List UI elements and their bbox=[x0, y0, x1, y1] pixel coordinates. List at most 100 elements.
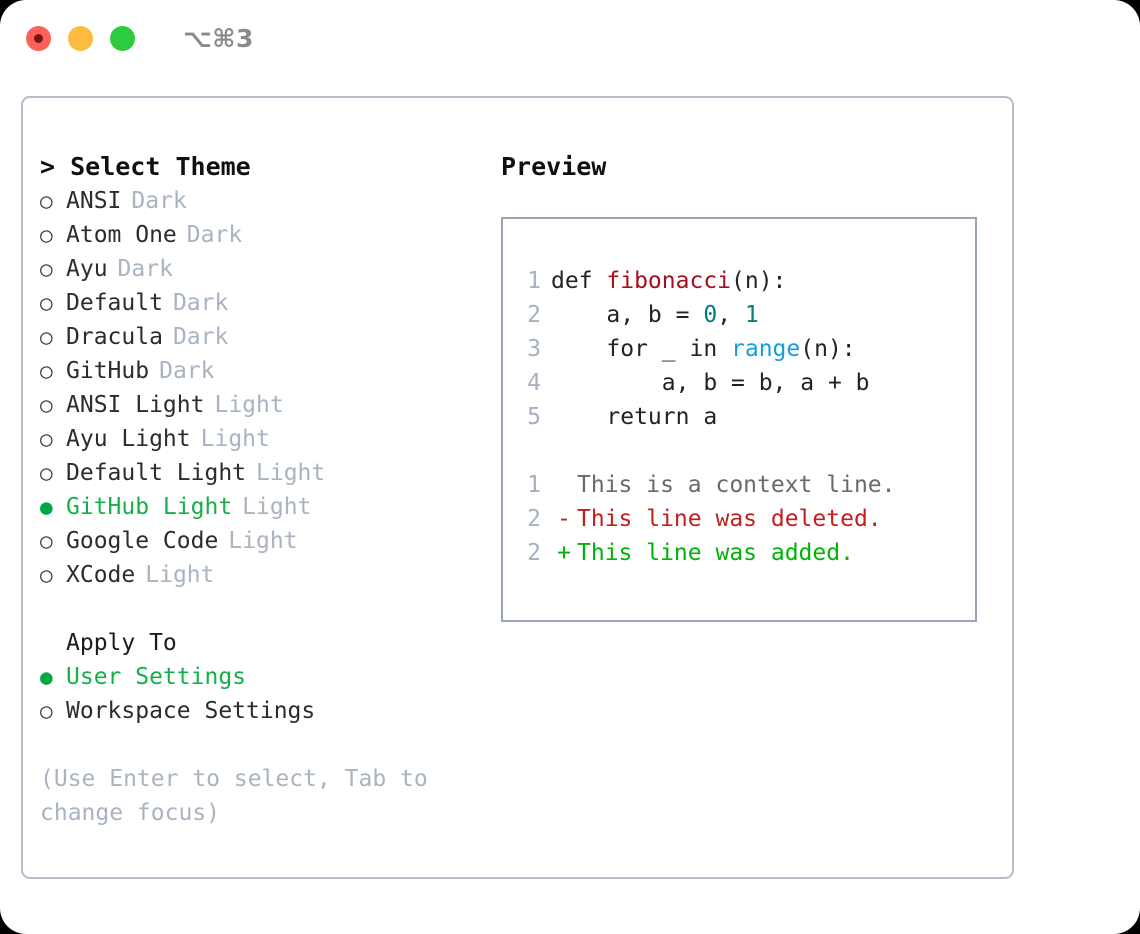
radio-unselected-icon: ○ bbox=[40, 393, 53, 417]
code-token-plain: def bbox=[551, 268, 607, 294]
diff-marker-icon: - bbox=[557, 506, 571, 532]
theme-option-label: Atom One bbox=[66, 222, 177, 248]
diff-line-number: 2 bbox=[527, 540, 541, 566]
code-line-number: 2 bbox=[527, 302, 541, 328]
close-dot-icon bbox=[34, 33, 43, 43]
diff-line-number: 2 bbox=[527, 506, 541, 532]
radio-unselected-icon: ○ bbox=[40, 563, 53, 587]
apply-option-label: Workspace Settings bbox=[66, 698, 316, 724]
theme-option-ayu[interactable]: ○ Ayu Dark bbox=[40, 252, 493, 286]
code-line-number: 5 bbox=[527, 404, 541, 430]
apply-option-user-settings[interactable]: ● User Settings bbox=[40, 660, 493, 694]
apply-option-workspace-settings[interactable]: ○ Workspace Settings bbox=[40, 694, 493, 728]
apply-to-heading-label: Apply To bbox=[66, 630, 177, 656]
diff-line-text: This line was deleted. bbox=[577, 506, 882, 532]
code-line-text: return a bbox=[551, 400, 717, 434]
code-line: 3 for _ in range(n): bbox=[519, 332, 975, 366]
code-token-blt: range bbox=[731, 336, 801, 362]
code-token-plain: , bbox=[717, 302, 745, 328]
theme-option-label: GitHub bbox=[66, 358, 150, 384]
apply-to-heading-row: ○ Apply To bbox=[40, 626, 493, 660]
theme-option-atom-one[interactable]: ○ Atom One Dark bbox=[40, 218, 493, 252]
radio-selected-icon: ● bbox=[40, 495, 53, 519]
code-line: 5 return a bbox=[519, 400, 975, 434]
theme-category-tag: Dark bbox=[117, 256, 173, 282]
theme-option-label: XCode bbox=[66, 562, 136, 588]
theme-category-tag: Dark bbox=[131, 188, 187, 214]
close-button-icon[interactable] bbox=[26, 25, 51, 51]
code-token-plain: (n): bbox=[800, 336, 856, 362]
diff-sample: 1 This is a context line. 2-This line was… bbox=[519, 468, 975, 570]
theme-option-default-light[interactable]: ○ Default Light Light bbox=[40, 456, 493, 490]
radio-unselected-icon: ○ bbox=[40, 427, 53, 451]
theme-category-tag: Light bbox=[145, 562, 215, 588]
theme-option-label: ANSI bbox=[66, 188, 122, 214]
diff-marker-icon bbox=[551, 468, 577, 502]
radio-unselected-icon: ○ bbox=[40, 699, 53, 723]
preview-gap bbox=[519, 434, 975, 468]
code-line-text: def fibonacci(n): bbox=[551, 264, 786, 298]
theme-option-dracula[interactable]: ○ Dracula Dark bbox=[40, 320, 493, 354]
theme-option-label: Google Code bbox=[66, 528, 219, 554]
radio-unselected-icon: ○ bbox=[40, 291, 53, 315]
theme-category-tag: Light bbox=[256, 460, 326, 486]
minimize-button-icon[interactable] bbox=[68, 25, 93, 51]
radio-unselected-icon: ○ bbox=[40, 257, 53, 281]
theme-category-tag: Light bbox=[214, 392, 284, 418]
apply-to-heading-bullet-placeholder: ○ bbox=[40, 626, 66, 660]
radio-selected-icon: ● bbox=[40, 665, 53, 689]
code-line-text: a, b = 0, 1 bbox=[551, 298, 759, 332]
code-line-text: a, b = b, a + b bbox=[551, 366, 870, 400]
theme-option-label: Default Light bbox=[66, 460, 247, 486]
code-token-plain: a, b = b, a + b bbox=[551, 370, 870, 396]
theme-category-tag: Dark bbox=[186, 222, 243, 248]
theme-option-github-light[interactable]: ● GitHub Light Light bbox=[40, 490, 493, 524]
theme-option-label: Dracula bbox=[66, 324, 163, 350]
theme-option-label: GitHub Light bbox=[66, 494, 233, 520]
diff-line-number: 1 bbox=[527, 472, 541, 498]
window-titlebar: ⌥⌘3 bbox=[0, 0, 1140, 76]
keyboard-hint-text: (Use Enter to select, Tab to change focu… bbox=[40, 766, 442, 826]
theme-category-tag: Light bbox=[242, 494, 312, 520]
code-line: 4 a, b = b, a + b bbox=[519, 366, 975, 400]
radio-unselected-icon: ○ bbox=[40, 189, 53, 213]
theme-option-ansi[interactable]: ○ ANSI Dark bbox=[40, 184, 493, 218]
apply-to-option-list[interactable]: ● User Settings ○ Workspace Settings bbox=[40, 660, 493, 728]
theme-option-xcode[interactable]: ○ XCode Light bbox=[40, 558, 493, 592]
diff-line-text: This is a context line. bbox=[577, 472, 896, 498]
preview-heading: Preview bbox=[501, 152, 607, 181]
theme-category-tag: Dark bbox=[159, 358, 215, 384]
maximize-button-icon[interactable] bbox=[110, 25, 135, 51]
radio-unselected-icon: ○ bbox=[40, 529, 53, 553]
code-line-number: 1 bbox=[527, 268, 541, 294]
window-title: ⌥⌘3 bbox=[183, 23, 254, 53]
theme-category-tag: Light bbox=[200, 426, 270, 452]
code-line: 2 a, b = 0, 1 bbox=[519, 298, 975, 332]
theme-option-label: Default bbox=[66, 290, 163, 316]
code-line-number: 3 bbox=[527, 336, 541, 362]
apply-option-label: User Settings bbox=[66, 664, 247, 690]
theme-option-ansi-light[interactable]: ○ ANSI Light Light bbox=[40, 388, 493, 422]
theme-option-label: Ayu bbox=[66, 256, 108, 282]
code-token-num: 1 bbox=[744, 302, 759, 328]
radio-unselected-icon: ○ bbox=[40, 223, 53, 247]
theme-option-label: ANSI Light bbox=[66, 392, 205, 418]
list-spacer bbox=[40, 592, 493, 626]
theme-category-tag: Dark bbox=[172, 324, 229, 350]
diff-line-context: 1 This is a context line. bbox=[519, 468, 975, 502]
code-token-plain: (n): bbox=[731, 268, 787, 294]
radio-unselected-icon: ○ bbox=[40, 325, 53, 349]
radio-unselected-icon: ○ bbox=[40, 461, 53, 485]
diff-line-text: This line was added. bbox=[577, 540, 854, 566]
